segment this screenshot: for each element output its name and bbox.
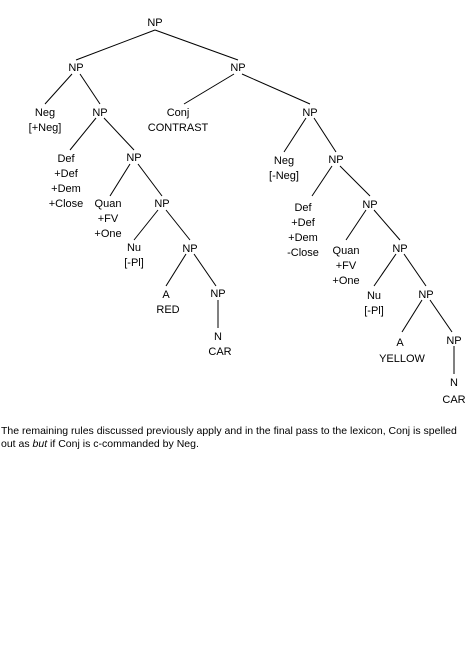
node-np-r7: NP (446, 335, 461, 347)
edge (165, 209, 191, 241)
caption-part-2: if Conj is c-commanded by Neg. (47, 438, 199, 450)
node-def-2: Def (294, 202, 312, 214)
tree-edges (44, 29, 455, 374)
node-quan-2-feature: +FV (336, 260, 357, 272)
node-np-l2: NP (92, 107, 107, 119)
node-conj: Conj (167, 107, 190, 119)
node-np-r6: NP (418, 289, 433, 301)
edge (339, 165, 371, 197)
node-def-1-feature: +Def (54, 168, 78, 180)
node-conj-feature: CONTRAST (148, 122, 209, 134)
edge (403, 253, 427, 287)
node-noun-1: N (214, 331, 222, 343)
node-quan-1-feature: +FV (98, 213, 119, 225)
node-def-2-feature: +Def (291, 217, 315, 229)
caption-text: The remaining rules discussed previously… (1, 425, 467, 451)
node-def-2-feature: -Close (287, 247, 319, 259)
node-nu-2: Nu (367, 290, 381, 302)
node-neg-2-feature: [-Neg] (269, 170, 299, 182)
node-noun-2: N (450, 377, 458, 389)
edge (313, 117, 337, 153)
edge (69, 117, 97, 151)
node-np-r4: NP (362, 199, 377, 211)
node-np-l3: NP (126, 152, 141, 164)
edge (75, 29, 156, 61)
node-def-1-feature: +Dem (51, 183, 81, 195)
node-np-l6: NP (210, 288, 225, 300)
node-adjective-2: A (396, 337, 404, 349)
node-quan-1-feature: +One (94, 228, 121, 240)
node-nu-1-feature: [-Pl] (124, 257, 144, 269)
node-adjective-1: A (162, 289, 170, 301)
node-quan-1: Quan (95, 198, 122, 210)
node-nu-1: Nu (127, 242, 141, 254)
edge (44, 73, 73, 105)
edge (137, 163, 163, 197)
node-np-left: NP (68, 62, 83, 74)
edge (109, 163, 131, 197)
node-np-l4: NP (154, 198, 169, 210)
edge (373, 209, 401, 241)
node-adjective-2-word: YELLOW (379, 353, 425, 365)
node-neg-2: Neg (274, 155, 294, 167)
node-np-r2: NP (302, 107, 317, 119)
node-neg-1-feature: [+Neg] (29, 122, 62, 134)
edge (133, 209, 159, 241)
edge (183, 73, 235, 105)
caption-emphasis: but (32, 438, 48, 450)
node-neg-1: Neg (35, 107, 55, 119)
edge (79, 73, 101, 105)
node-np-r3: NP (328, 154, 343, 166)
node-np-l5: NP (182, 243, 197, 255)
node-def-2-feature: +Dem (288, 232, 318, 244)
edge (311, 165, 333, 197)
edge (103, 117, 135, 151)
edge (165, 253, 187, 287)
edge (193, 253, 217, 287)
node-def-1: Def (57, 153, 75, 165)
edge (401, 299, 423, 333)
syntax-tree: NP NP NP Neg [+Neg] NP Conj CONTRAST NP … (29, 17, 466, 406)
edge (373, 253, 397, 287)
node-adjective-1-word: RED (156, 304, 179, 316)
node-nu-2-feature: [-Pl] (364, 305, 384, 317)
node-def-1-feature: +Close (49, 198, 84, 210)
tree-labels: NP NP NP Neg [+Neg] NP Conj CONTRAST NP … (29, 17, 466, 406)
edge (154, 29, 239, 61)
node-noun-1-word: CAR (208, 346, 231, 358)
edge (429, 299, 453, 333)
node-quan-2-feature: +One (332, 275, 359, 287)
edge (283, 117, 307, 153)
edge (345, 209, 367, 241)
node-noun-2-word: CAR (442, 394, 465, 406)
node-np-right: NP (230, 62, 245, 74)
caption-part-1: The remaining rules discussed previously… (1, 425, 457, 450)
node-quan-2: Quan (333, 245, 360, 257)
node-np-root: NP (147, 17, 162, 29)
node-np-r5: NP (392, 243, 407, 255)
edge (241, 73, 311, 105)
